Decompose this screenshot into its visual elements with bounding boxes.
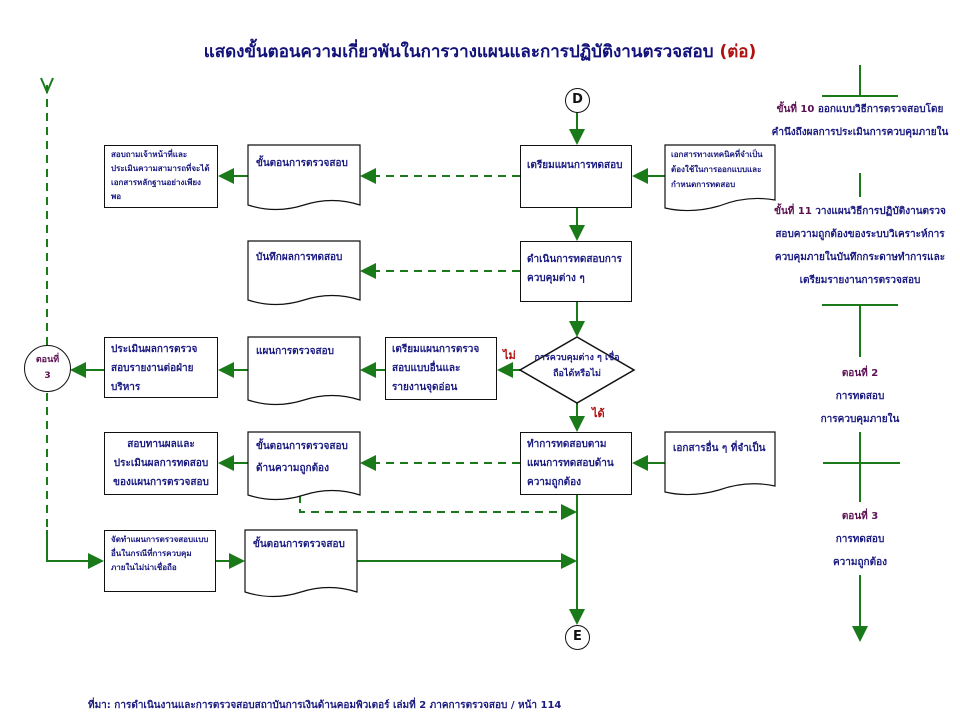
technical-docs-doc: เอกสารทางเทคนิคที่จำเป็นต้องใช้ในการออกแ… bbox=[671, 150, 763, 189]
step-11: ขั้นที่ 11 วางแผนวิธีการปฏิบัติงานตรวจสอ… bbox=[770, 200, 950, 292]
connector-e: E bbox=[565, 625, 590, 650]
step-11-text: วางแผนวิธีการปฏิบัติงานตรวจสอบความถูกต้อ… bbox=[774, 206, 946, 286]
part-2-line2: การควบคุมภายใน bbox=[820, 414, 900, 425]
test-results-doc: บันทึกผลการทดสอบ bbox=[256, 252, 343, 263]
step-10-text: ออกแบบวิธีการตรวจสอบโดยคำนึงถึงผลการประเ… bbox=[771, 104, 949, 138]
step-11-label: ขั้นที่ 11 bbox=[774, 206, 812, 217]
part-3-label: ตอนที่ 3 bbox=[841, 511, 879, 522]
decision-no-label: ไม่ bbox=[503, 349, 516, 362]
connector-part-3: ตอนที่ 3 bbox=[24, 345, 71, 392]
connector-d: D bbox=[565, 88, 590, 113]
evaluate-report-box: ประเมินผลการตรวจสอบรายงานต่อฝ่ายบริหาร bbox=[104, 337, 218, 398]
other-plan-box: จัดทำแผนการตรวจสอบแบบอื่นในกรณีที่การควบ… bbox=[104, 530, 216, 592]
part-2: ตอนที่ 2 การทดสอบการควบคุมภายใน bbox=[790, 362, 930, 431]
decision-text: การควบคุมต่าง ๆ เชื่อถือได้หรือไม่ bbox=[534, 353, 620, 379]
step-10: ขั้นที่ 10 ออกแบบวิธีการตรวจสอบโดยคำนึงถ… bbox=[770, 98, 950, 144]
substantive-procedures-doc: ขั้นตอนการตรวจสอบด้านความถูกต้อง bbox=[256, 441, 348, 474]
alternative-plan-box: เตรียมแผนการตรวจสอบแบบอื่นและรายงานจุดอ่… bbox=[385, 337, 497, 400]
source-footer: ที่มา: การดำเนินงานและการตรวจสอบสถาบันกา… bbox=[88, 700, 562, 711]
title-suffix: (ต่อ) bbox=[719, 42, 757, 62]
part-3: ตอนที่ 3 การทดสอบความถูกต้อง bbox=[790, 505, 930, 574]
part-2-line1: การทดสอบ bbox=[835, 391, 885, 402]
audit-procedures-doc: ขั้นตอนการตรวจสอบ bbox=[256, 158, 348, 169]
decision-yes-label: ได้ bbox=[592, 407, 605, 420]
substantive-test-box: ทำการทดสอบตามแผนการทดสอบด้านความถูกต้อง bbox=[520, 432, 632, 495]
perform-control-tests-box: ดำเนินการทดสอบการควบคุมต่าง ๆ bbox=[520, 241, 632, 302]
title-main: แสดงขั้นตอนความเกี่ยวพันในการวางแผนและกา… bbox=[203, 42, 714, 62]
part-2-label: ตอนที่ 2 bbox=[841, 368, 879, 379]
audit-procedures-doc-2: ขั้นตอนการตรวจสอบ bbox=[253, 539, 345, 550]
step-10-label: ขั้นที่ 10 bbox=[776, 104, 815, 115]
part-3-line2: ความถูกต้อง bbox=[832, 557, 887, 568]
connector-part-number: 3 bbox=[44, 371, 51, 381]
inquire-staff-box: สอบถามเจ้าหน้าที่และประเมินความสามารถที่… bbox=[104, 145, 218, 208]
connector-part-label: ตอนที่ bbox=[35, 355, 60, 365]
other-docs-doc: เอกสารอื่น ๆ ที่จำเป็น bbox=[673, 443, 766, 454]
review-results-box: สอบทานผลและประเมินผลการทดสอบของแผนการตรว… bbox=[104, 432, 218, 495]
decision-diamond bbox=[518, 336, 636, 404]
audit-plan-doc: แผนการตรวจสอบ bbox=[256, 346, 334, 357]
page-title: แสดงขั้นตอนความเกี่ยวพันในการวางแผนและกา… bbox=[0, 38, 960, 65]
prepare-test-plan-box: เตรียมแผนการทดสอบ bbox=[520, 145, 632, 208]
part-3-line1: การทดสอบ bbox=[835, 534, 885, 545]
